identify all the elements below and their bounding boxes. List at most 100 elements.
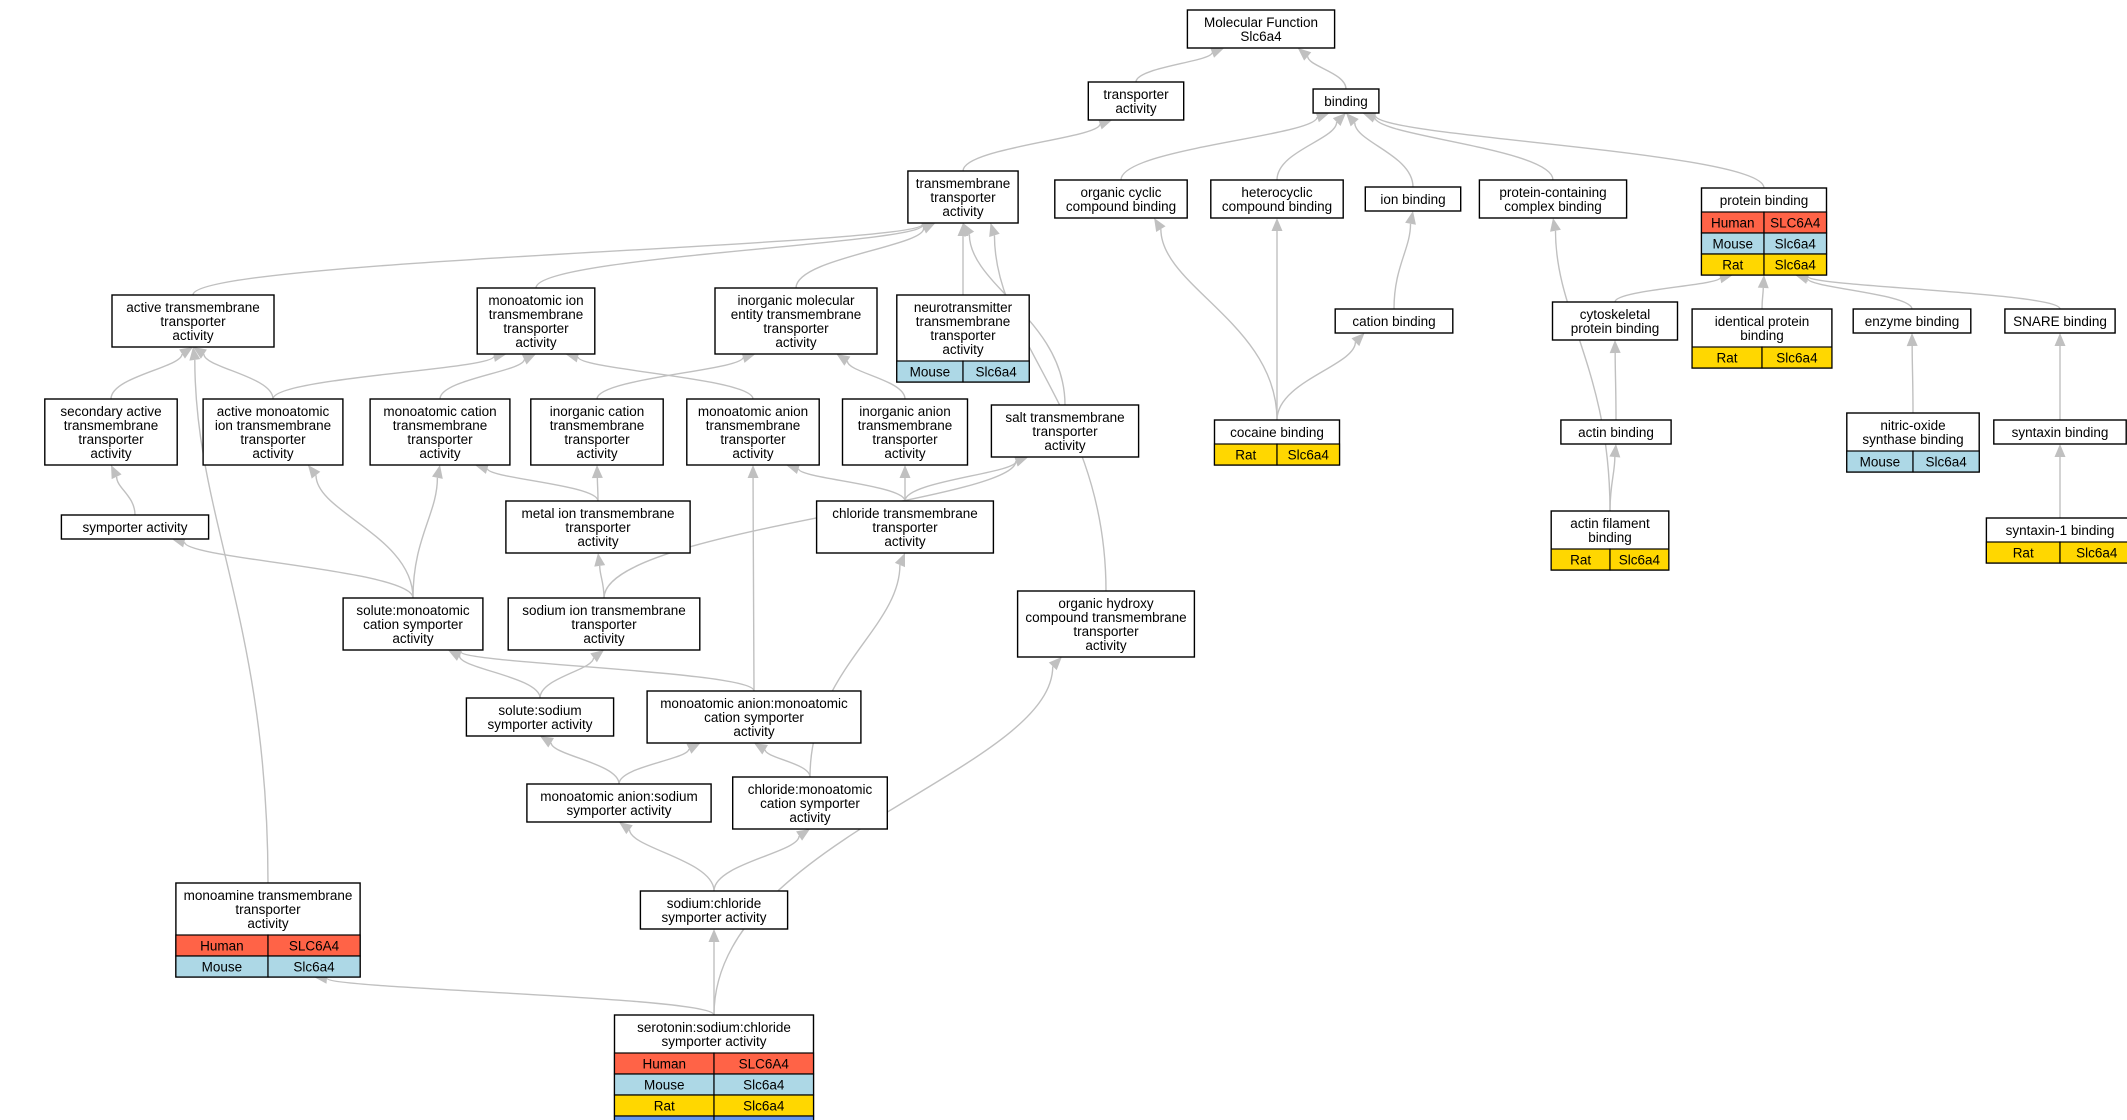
go-term-node[interactable]: monoatomic cationtransmembranetransporte…	[369, 398, 511, 466]
node-label-line: compound transmembrane	[1025, 610, 1186, 625]
edge-activemono-to-active	[203, 353, 274, 400]
go-term-node[interactable]: metal ion transmembranetransporteractivi…	[505, 500, 691, 554]
edge-arrowhead	[1332, 113, 1346, 127]
edge-monocation-to-monoion	[439, 359, 525, 400]
node-label-line: symporter activity	[566, 803, 671, 818]
go-term-node[interactable]: monoatomic iontransmembranetransporterac…	[476, 287, 596, 355]
edge-activemono-to-monoion	[272, 355, 495, 400]
go-term-node[interactable]: neurotransmittertransmembranetransporter…	[896, 294, 1030, 383]
go-term-node[interactable]: symporter activity	[60, 514, 210, 540]
node-label-line: activity	[419, 446, 461, 461]
node-box	[639, 890, 789, 930]
edge-active-to-tmt	[192, 223, 924, 296]
node-label-line: symporter activity	[661, 1034, 766, 1049]
go-term-node[interactable]: inorganic aniontransmembranetransportera…	[841, 398, 969, 466]
edge-arrowhead	[432, 465, 443, 479]
go-term-node[interactable]: enzyme binding	[1852, 308, 1972, 334]
go-term-node[interactable]: chloride transmembranetransporteractivit…	[815, 500, 995, 554]
gene-label: SLC6A4	[289, 939, 340, 954]
node-label-line: synthase binding	[1862, 432, 1963, 447]
gene-cell	[2059, 541, 2127, 564]
edge-arrowhead	[963, 223, 975, 238]
go-term-node[interactable]: SNARE binding	[2004, 308, 2116, 334]
node-label-line: transporter	[503, 321, 569, 336]
node-label-line: cocaine binding	[1230, 425, 1324, 440]
species-label: Rat	[1722, 258, 1743, 273]
node-label-line: solute:monoatomic	[356, 603, 470, 618]
go-term-node[interactable]: cation binding	[1334, 308, 1454, 334]
gene-label: SLC6A4	[1770, 216, 1821, 231]
go-term-node[interactable]: monoamine transmembranetransporteractivi…	[175, 882, 361, 978]
edge-cation-to-ion	[1393, 223, 1412, 310]
node-label-line: inorganic cation	[550, 404, 645, 419]
edges-layer	[110, 47, 2066, 1016]
edge-identical-to-protein	[1761, 287, 1764, 310]
edge-actin-to-cytoskel	[1614, 352, 1617, 421]
node-label-line: sodium:chloride	[667, 896, 762, 911]
go-term-node[interactable]: ion binding	[1364, 186, 1462, 212]
go-term-node[interactable]: inorganic cationtransmembranetransporter…	[530, 398, 664, 466]
gene-label: Slc6a4	[1775, 237, 1817, 252]
node-box	[342, 597, 484, 651]
species-cell	[613, 1115, 715, 1120]
node-label-line: activity	[789, 810, 831, 825]
node-box	[1993, 419, 2127, 445]
node-label-line: activity	[515, 335, 557, 350]
edge-arrowhead	[747, 465, 759, 479]
edge-tmt-to-transporter	[962, 123, 1101, 172]
edge-monoion-to-tmt	[535, 224, 924, 289]
node-label-line: transporter	[565, 520, 631, 535]
species-label: Rat	[2013, 546, 2034, 561]
node-box	[646, 690, 862, 744]
go-term-node[interactable]: binding	[1312, 88, 1380, 114]
node-label-line: monoatomic ion	[488, 293, 583, 308]
edge-arrowhead	[594, 553, 606, 567]
node-label-line: transmembrane	[858, 418, 953, 433]
species-label: Mouse	[644, 1078, 685, 1093]
node-box	[111, 294, 275, 348]
node-label-line: salt transmembrane	[1005, 410, 1124, 425]
edge-binding-to-mf	[1307, 56, 1347, 90]
edge-sodiumchloride-to-monoanionsodium	[628, 829, 715, 892]
go-term-node[interactable]: syntaxin binding	[1993, 419, 2127, 445]
node-label-line: secondary active	[60, 404, 161, 419]
node-label-line: actin filament	[1570, 516, 1650, 531]
node-box	[1210, 179, 1344, 219]
node-label-line: identical protein	[1715, 314, 1810, 329]
gene-cell	[962, 360, 1030, 383]
node-label-line: transporter	[930, 190, 996, 205]
edge-arrowhead	[1609, 444, 1621, 458]
go-term-node[interactable]: secondary activetransmembranetransporter…	[44, 398, 178, 466]
go-term-node[interactable]: actin binding	[1560, 419, 1672, 445]
go-term-node[interactable]: sodium ion transmembranetransporteractiv…	[507, 597, 701, 651]
go-term-node[interactable]: monoatomic aniontransmembranetransporter…	[686, 398, 820, 466]
edge-arrowhead	[307, 465, 321, 479]
edge-arrowhead	[619, 822, 633, 835]
